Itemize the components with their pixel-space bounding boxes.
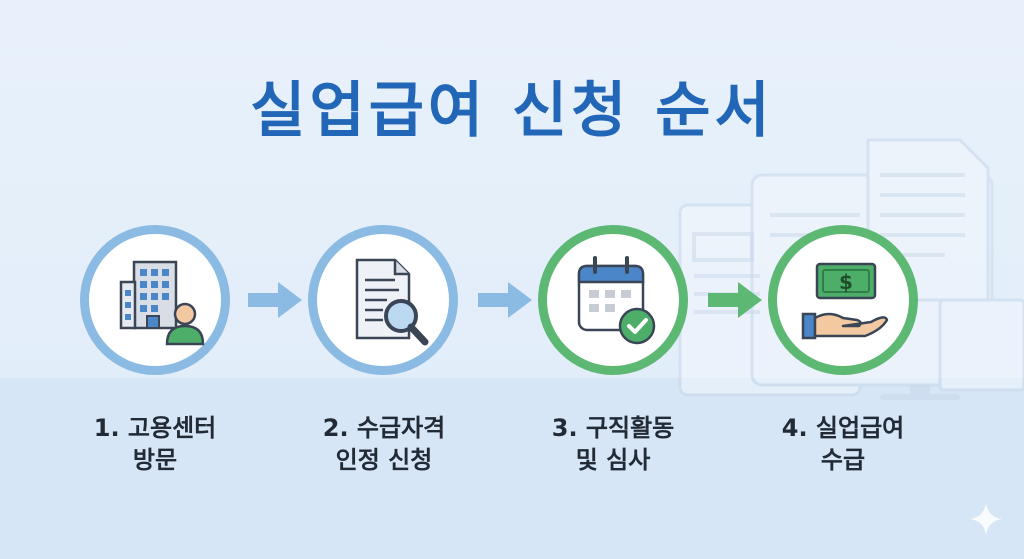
arrow-right-icon bbox=[708, 282, 762, 318]
step-3-circle bbox=[538, 225, 688, 375]
step-1-label: 1. 고용센터 방문 bbox=[60, 412, 250, 476]
step-1-label-line1: 1. 고용센터 bbox=[93, 414, 217, 442]
money-hand-icon: $ bbox=[801, 262, 889, 340]
step-3-label: 3. 구직활동 및 심사 bbox=[518, 412, 708, 476]
step-3-label-line1: 3. 구직활동 bbox=[551, 414, 675, 442]
step-4-label: 4. 실업급여 수급 bbox=[748, 412, 938, 476]
step-3-label-line2: 및 심사 bbox=[575, 446, 651, 474]
step-1-circle bbox=[80, 225, 230, 375]
bottom-band bbox=[0, 378, 1024, 559]
document-search-icon bbox=[355, 258, 429, 346]
step-1-label-line2: 방문 bbox=[132, 446, 178, 474]
step-4-circle: $ bbox=[768, 225, 918, 375]
step-4-label-line1: 4. 실업급여 bbox=[781, 414, 905, 442]
page-title: 실업급여 신청 순서 bbox=[250, 76, 774, 146]
building-person-icon bbox=[119, 260, 205, 346]
step-2-label-line2: 인정 신청 bbox=[335, 446, 433, 474]
step-2-label: 2. 수급자격 인정 신청 bbox=[289, 412, 479, 476]
arrow-right-icon bbox=[478, 282, 532, 318]
arrow-right-icon bbox=[248, 282, 302, 318]
svg-text:$: $ bbox=[839, 270, 853, 294]
step-4-label-line2: 수급 bbox=[820, 446, 866, 474]
sparkle-icon bbox=[970, 503, 1002, 535]
step-2-circle bbox=[308, 225, 458, 375]
step-2-label-line1: 2. 수급자격 bbox=[322, 414, 446, 442]
calendar-check-icon bbox=[577, 256, 656, 345]
